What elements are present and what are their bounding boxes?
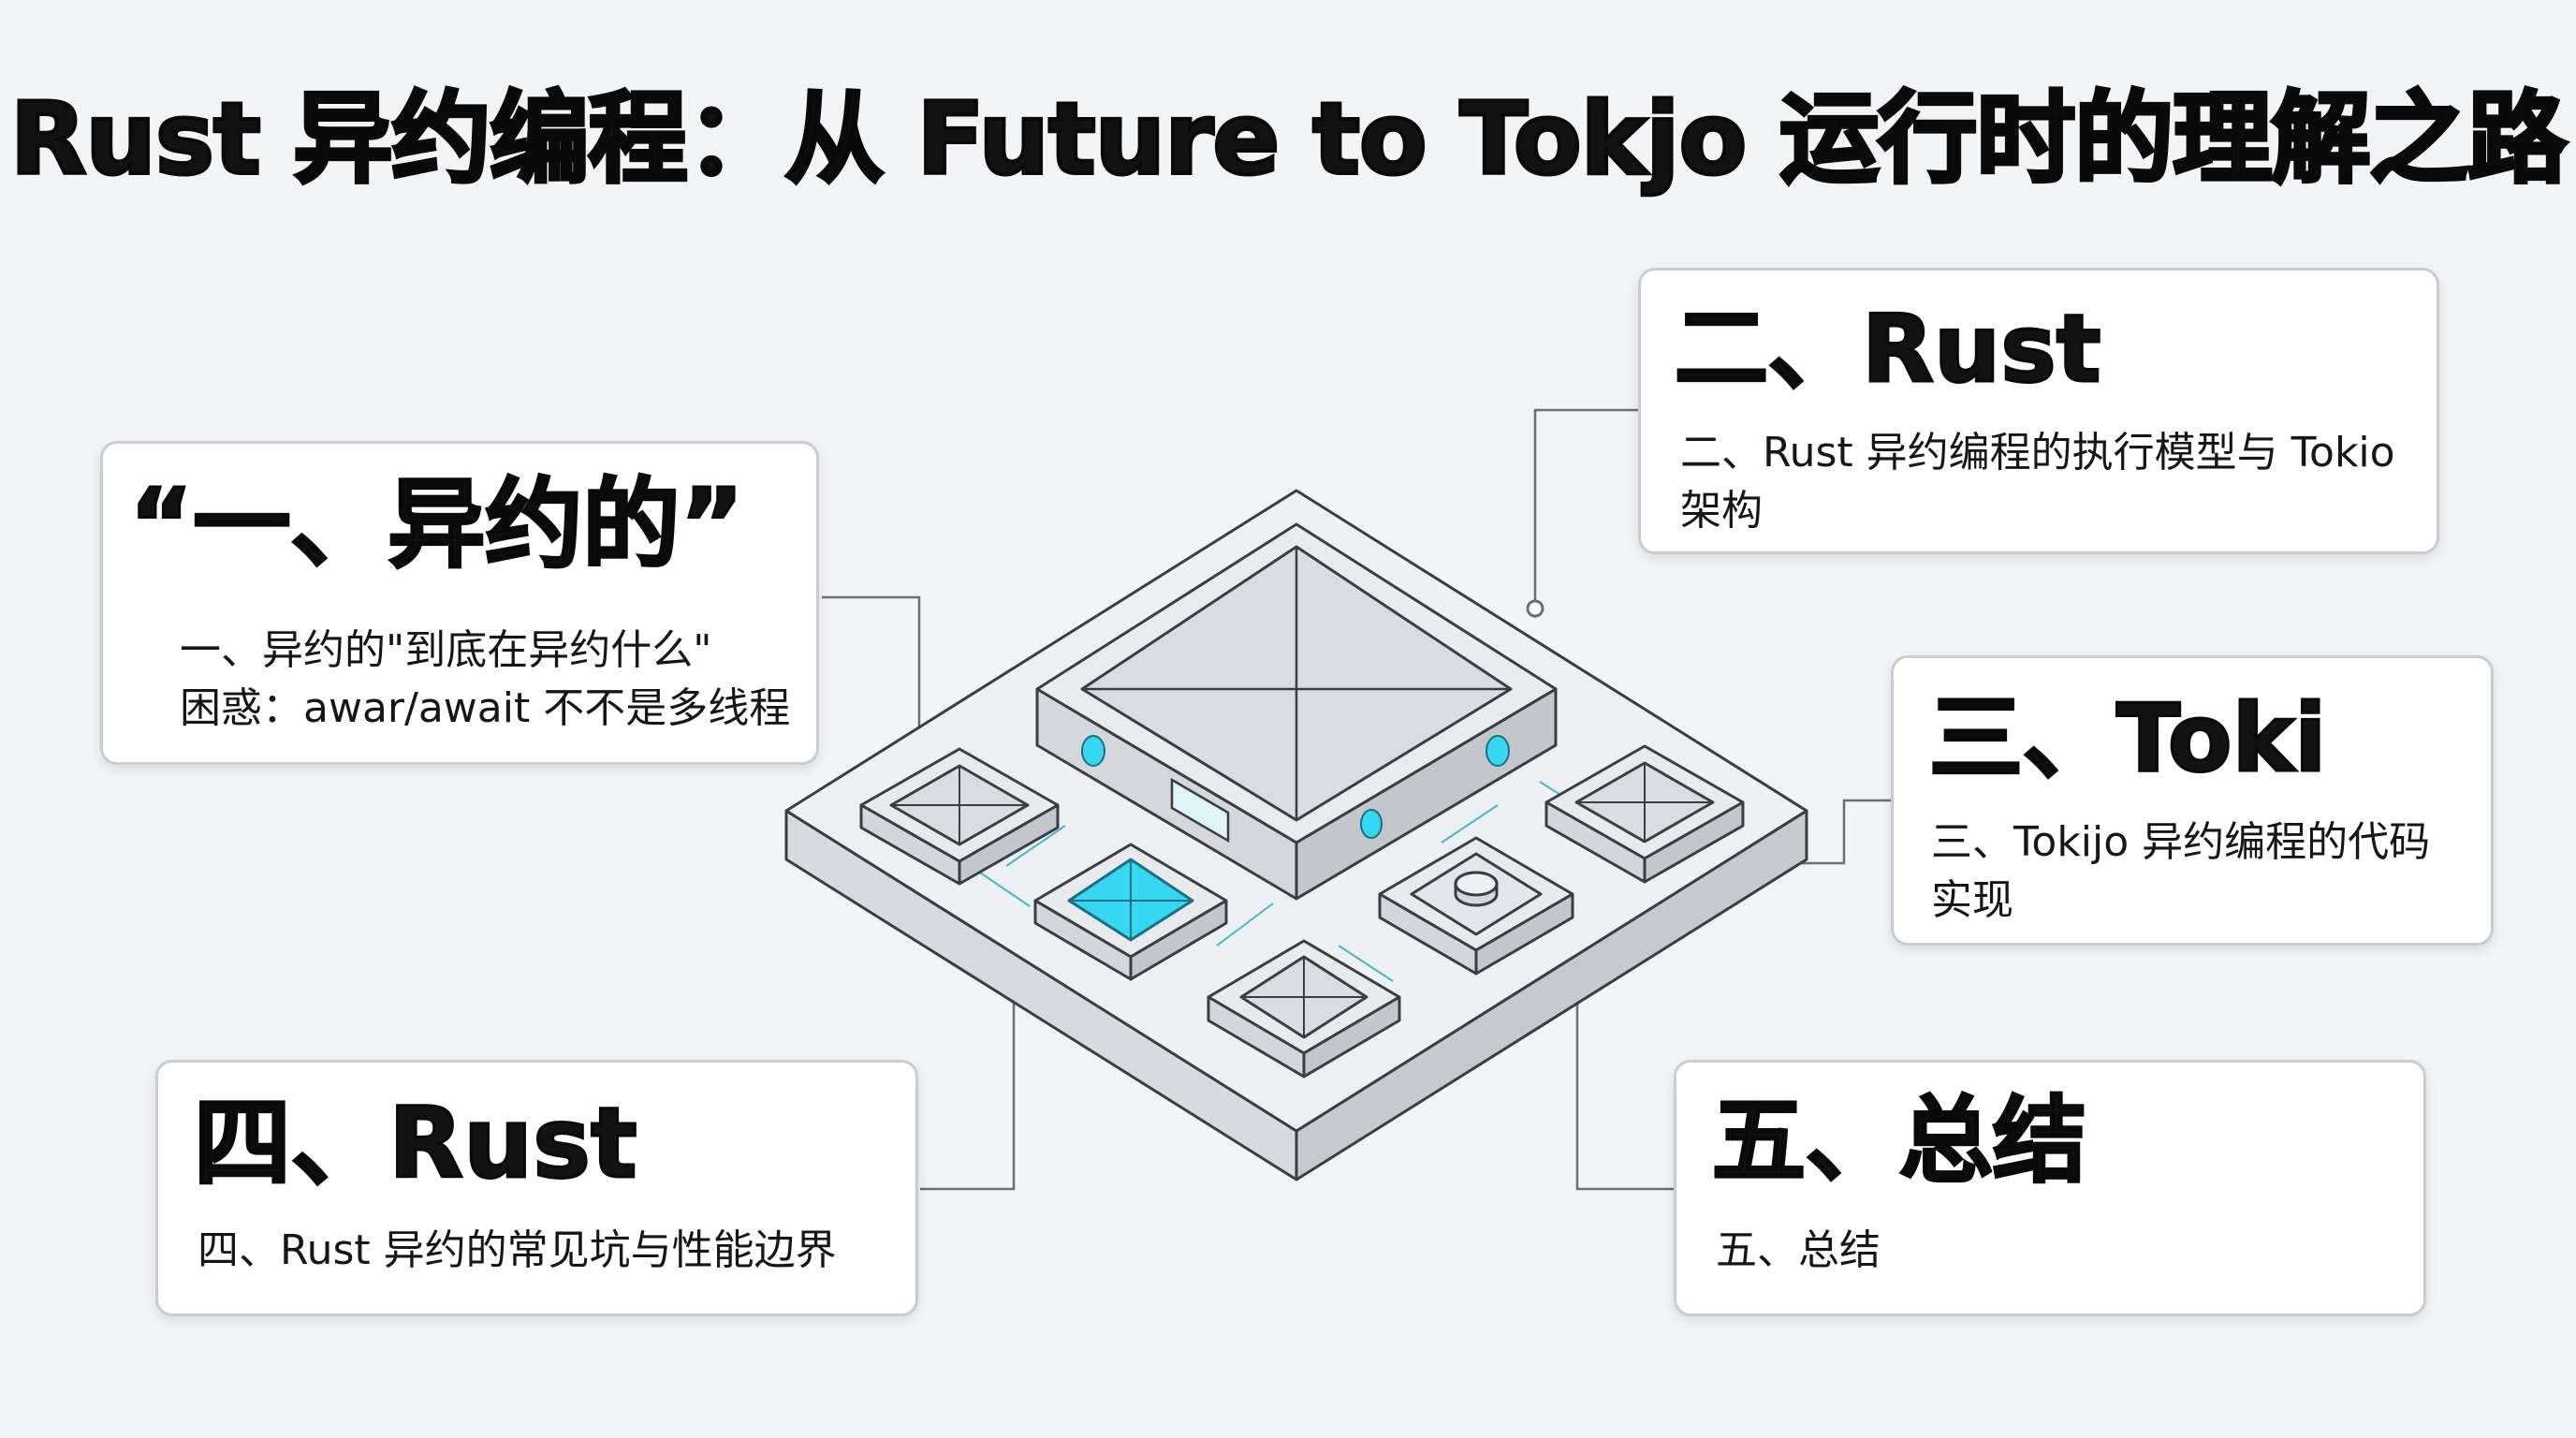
connector-card-four bbox=[920, 992, 1016, 1191]
section-card-three: 三、Toki 三、Tokijo 异约编程的代码 实现 bbox=[1891, 655, 2494, 946]
module-chip-right bbox=[1544, 744, 1745, 884]
section-one-line-1: 一、异约的"到底在异约什么" bbox=[180, 626, 712, 674]
module-chip-left bbox=[859, 747, 1060, 886]
connector-card-five bbox=[1575, 992, 1674, 1191]
section-card-five: 五、总结 五、总结 bbox=[1674, 1060, 2426, 1316]
section-two-heading: 二、Rust bbox=[1674, 294, 2103, 404]
connector-lines bbox=[822, 408, 1891, 1191]
page-title: Rust 异约编程：从 Future to Tokjo 运行时的理解之路 bbox=[8, 80, 2569, 198]
section-two-line-2: 架构 bbox=[1680, 487, 1763, 535]
section-four-heading: 四、Rust bbox=[193, 1086, 639, 1200]
section-three-line-1: 三、Tokijo 异约编程的代码 bbox=[1931, 818, 2431, 866]
section-four-line-1: 四、Rust 异约的常见坑与性能边界 bbox=[198, 1226, 837, 1274]
connector-card-two bbox=[1533, 408, 1638, 609]
connector-card-one bbox=[822, 595, 921, 740]
module-chip-cyan bbox=[1033, 843, 1228, 981]
module-chip-button bbox=[1378, 836, 1574, 976]
section-three-line-2: 实现 bbox=[1931, 876, 2013, 924]
module-chip-bottom bbox=[1207, 939, 1401, 1078]
section-two-line-1: 二、Rust 异约编程的执行模型与 Tokio bbox=[1680, 429, 2395, 477]
section-card-two: 二、Rust 二、Rust 异约编程的执行模型与 Tokio 架构 bbox=[1638, 268, 2439, 554]
section-three-heading: 三、Toki bbox=[1927, 683, 2327, 793]
section-five-line-1: 五、总结 bbox=[1716, 1226, 1881, 1274]
section-card-one: “一、异约的” 一、异约的"到底在异约什么" 困惑：awar/await 不不是… bbox=[100, 441, 819, 765]
section-one-line-2: 困惑：awar/await 不不是多线程 bbox=[180, 684, 791, 732]
section-card-four: 四、Rust 四、Rust 异约的常见坑与性能边界 bbox=[155, 1060, 918, 1316]
section-one-heading: “一、异约的” bbox=[128, 467, 746, 581]
central-block-lights bbox=[1081, 735, 1510, 844]
section-five-heading: 五、总结 bbox=[1711, 1086, 2088, 1196]
